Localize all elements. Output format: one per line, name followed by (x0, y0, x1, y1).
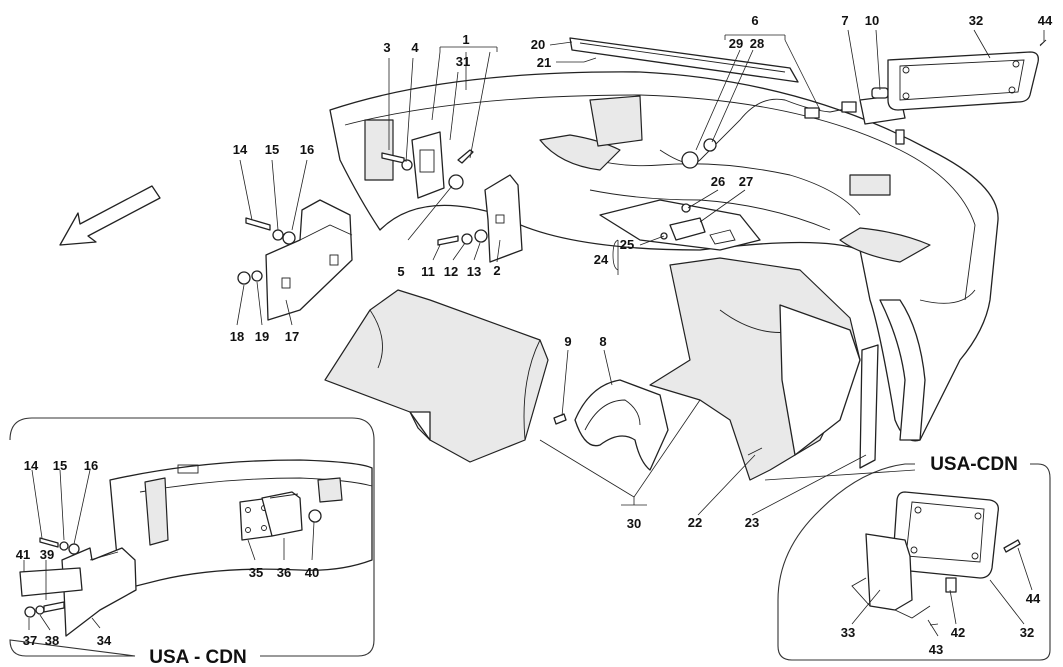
callout-leaders (236, 29, 1047, 516)
inset-callout-38: 38 (45, 633, 59, 648)
callout-32: 32 (969, 13, 983, 28)
callout-11: 11 (421, 264, 435, 279)
direction-arrow-icon (59, 185, 161, 246)
side-strip (859, 344, 879, 469)
inset-callout-36: 36 (277, 565, 291, 580)
callout-26: 26 (711, 174, 725, 189)
callout-21: 21 (537, 55, 551, 70)
callout-31: 31 (456, 54, 470, 69)
callout-27: 27 (739, 174, 753, 189)
inset-callout-40: 40 (305, 565, 319, 580)
wiring-harness (659, 98, 857, 169)
inset-callout-39: 39 (40, 547, 54, 562)
under-tray-left (324, 289, 549, 463)
inset-callout-37: 37 (23, 633, 37, 648)
center-brackets (381, 131, 523, 263)
inset-right-callouts: 33 43 42 32 44 (841, 591, 1041, 657)
inset-callout-41: 41 (16, 547, 30, 562)
callout-15: 15 (265, 142, 279, 157)
fasteners-14-16 (237, 217, 296, 285)
callout-6: 6 (751, 13, 758, 28)
screw-21 (583, 57, 597, 63)
inset-callout-16: 16 (84, 458, 98, 473)
inset-right (764, 463, 1051, 661)
inset-callout-34: 34 (97, 633, 112, 648)
callout-7: 7 (841, 13, 848, 28)
callout-17: 17 (285, 329, 299, 344)
callout-44: 44 (1038, 13, 1053, 28)
heat-shield (553, 379, 669, 471)
callout-5: 5 (397, 264, 404, 279)
callout-30: 30 (627, 516, 641, 531)
inset-callout-15: 15 (53, 458, 67, 473)
under-tray-right (649, 257, 861, 481)
callout-24: 24 (594, 252, 609, 267)
inset-left-callouts: 14 15 16 41 39 37 38 34 35 36 40 (16, 458, 319, 648)
callout-29: 29 (729, 36, 743, 51)
callout-23: 23 (745, 515, 759, 530)
callout-9: 9 (564, 334, 571, 349)
bumper-cover (329, 71, 999, 442)
inset-left (9, 417, 375, 657)
callout-1: 1 (462, 32, 469, 47)
callout-22: 22 (688, 515, 702, 530)
mounting-plate (599, 199, 761, 251)
callout-19: 19 (255, 329, 269, 344)
callout-28: 28 (750, 36, 764, 51)
inset-callout-43: 43 (929, 642, 943, 657)
inset-callout-42: 42 (951, 625, 965, 640)
callout-3: 3 (383, 40, 390, 55)
callout-13: 13 (467, 264, 481, 279)
callout-20: 20 (531, 37, 545, 52)
callout-8: 8 (599, 334, 606, 349)
inset-callout-44: 44 (1026, 591, 1041, 606)
callout-2: 2 (493, 263, 500, 278)
screw-22 (747, 447, 763, 456)
callout-4: 4 (411, 40, 419, 55)
callout-25: 25 (620, 237, 634, 252)
top-strip (569, 37, 799, 83)
inset-callout-14: 14 (24, 458, 39, 473)
main-callouts: 1 2 3 4 5 6 7 8 9 10 11 12 13 14 15 16 1… (230, 13, 1053, 531)
callout-16: 16 (300, 142, 314, 157)
inset-right-title: USA-CDN (930, 454, 1018, 475)
inset-callout-33: 33 (841, 625, 855, 640)
inset-left-title: USA - CDN (149, 647, 246, 667)
callout-14: 14 (233, 142, 248, 157)
inset-callout-35: 35 (249, 565, 263, 580)
callout-12: 12 (444, 264, 458, 279)
inset-callout-32: 32 (1020, 625, 1034, 640)
callout-18: 18 (230, 329, 244, 344)
callout-10: 10 (865, 13, 879, 28)
left-bracket (265, 199, 353, 321)
plate-frame (887, 39, 1047, 111)
